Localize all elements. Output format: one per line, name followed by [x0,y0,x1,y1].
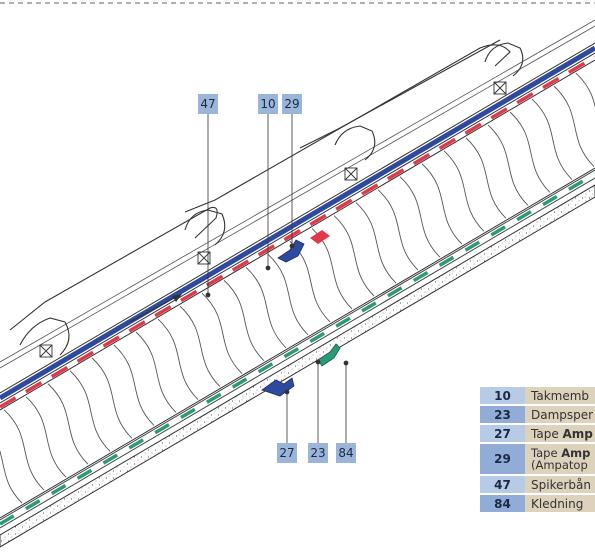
legend-row: 84 Kledning [480,495,595,512]
callout-47: 47 [198,94,218,114]
legend-text: Takmemb [525,387,595,404]
legend-text-line1: Tape Amp [531,447,595,459]
cladding-board [0,184,595,548]
legend-row: 47 Spikerbån [480,476,595,493]
legend-row: 10 Takmemb [480,387,595,404]
legend-text-line2: (Ampatop [531,458,588,472]
callout-27: 27 [277,443,297,463]
legend-text: Tape Amp (Ampatop [525,444,595,474]
legend-text: Dampsper [525,406,595,423]
tape-joint-23 [317,343,341,367]
legend-text-prefix: Tape [531,426,563,441]
legend-text: Kledning [525,495,595,512]
legend-text: Tape Amp [525,425,595,442]
insulation-wave-path [0,72,595,516]
legend-number: 47 [480,476,525,493]
legend-text-prefix: Tape [531,446,562,460]
legend-row: 29 Tape Amp (Ampatop [480,444,595,474]
legend-text-bold: Amp [561,446,591,460]
vapor-barrier-green [0,172,595,526]
insulation-waves [0,72,595,516]
tape-red [0,55,595,409]
legend-table: 10 Takmemb 23 Dampsper 27 Tape Amp 29 Ta… [480,385,595,514]
batten-crosses [39,81,507,358]
legend-number: 84 [480,495,525,512]
tape-joint-top-red [310,230,330,244]
callout-84: 84 [336,443,356,463]
callout-29: 29 [282,94,302,114]
roof-membrane [0,45,595,401]
roof-tiles [9,39,524,356]
airflow-arrow [129,294,182,323]
leader-lines [205,114,349,443]
legend-row: 27 Tape Amp [480,425,595,442]
legend-number: 23 [480,406,525,423]
tape-joint-29 [277,239,305,263]
callout-10: 10 [258,94,278,114]
callout-23: 23 [308,443,328,463]
legend-text: Spikerbån [525,476,595,493]
legend-text-bold: Amp [562,426,593,441]
legend-number: 29 [480,444,525,474]
legend-number: 27 [480,425,525,442]
legend-number: 10 [480,387,525,404]
legend-row: 23 Dampsper [480,406,595,423]
